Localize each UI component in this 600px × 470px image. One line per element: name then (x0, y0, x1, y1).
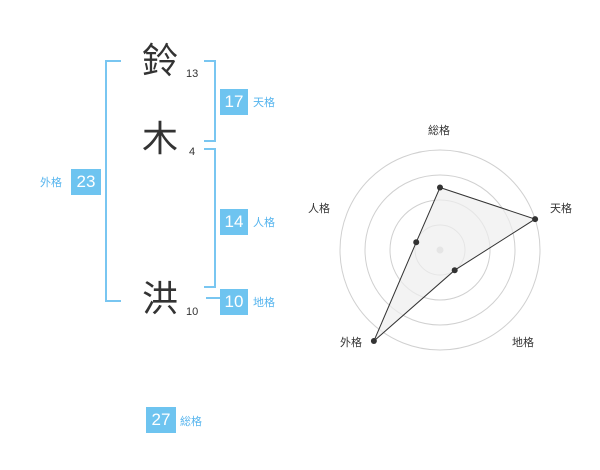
stroke-count-3: 10 (186, 306, 199, 318)
soukaku-value: 27 (146, 407, 176, 433)
radar-label-soukaku: 総格 (428, 124, 450, 137)
stroke-count-1: 13 (186, 68, 199, 80)
radar-ring (364, 174, 516, 326)
tenkaku-value: 17 (220, 89, 248, 115)
name-char-3: 洪 (142, 279, 179, 320)
chikaku-connector (206, 297, 220, 299)
radar-label-chikaku: 地格 (512, 336, 534, 349)
radar-point-1 (532, 216, 539, 223)
radar-polygon (373, 186, 537, 342)
name-char-1: 鈴 (142, 41, 179, 82)
jinkaku-value: 14 (220, 209, 248, 235)
chikaku-label: 地格 (253, 296, 275, 309)
tenkaku-bracket (204, 60, 216, 142)
name-char-2: 木 (142, 119, 179, 160)
radar-label-gaikaku: 外格 (340, 336, 362, 349)
radar-point-0 (437, 184, 443, 191)
tenkaku-label: 天格 (253, 96, 275, 109)
chikaku-value: 10 (220, 289, 248, 315)
stroke-count-2: 4 (189, 146, 196, 158)
radar-label-jinkaku: 人格 (308, 202, 330, 215)
radar-point-3 (370, 338, 377, 345)
jinkaku-bracket (204, 148, 216, 288)
gaikaku-bracket (105, 60, 121, 302)
jinkaku-label: 人格 (253, 216, 275, 229)
radar-point-4 (413, 239, 420, 246)
radar-point-2 (451, 267, 458, 274)
soukaku-label: 総格 (180, 415, 202, 428)
gaikaku-value: 23 (71, 169, 101, 195)
radar-ring (339, 149, 541, 351)
radar-label-tenkaku: 天格 (550, 202, 572, 215)
gaikaku-label: 外格 (40, 176, 62, 189)
